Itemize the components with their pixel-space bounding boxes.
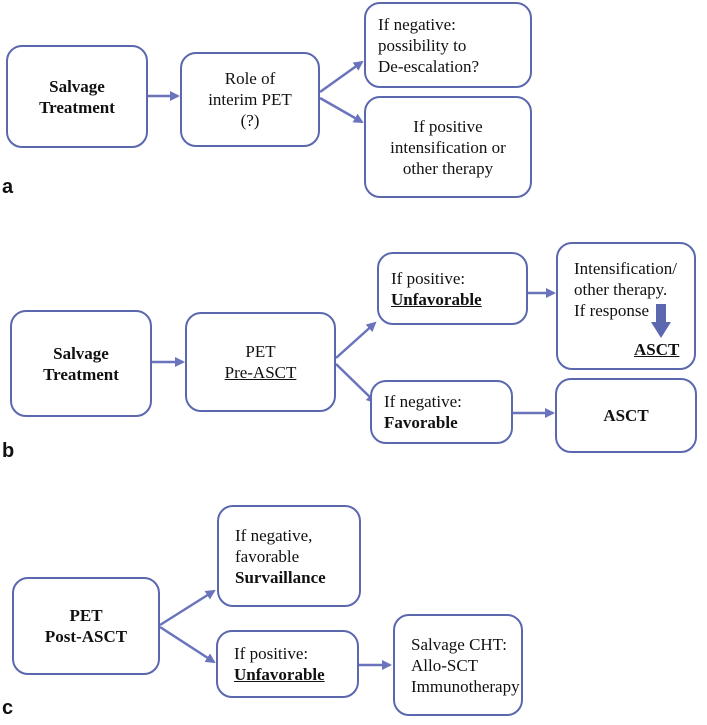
a-salvage-line-1: Salvage (49, 76, 105, 96)
b-intens-line-2: other therapy. (574, 280, 668, 299)
b-intensification-box: Intensification/ other therapy. If respo… (556, 242, 696, 370)
c-salvage-line-1: Salvage CHT: (411, 634, 507, 654)
b-positive-line-2: Unfavorable (391, 289, 482, 309)
b-positive-box: If positive: Unfavorable (377, 252, 528, 325)
c-negative-line-3: Survaillance (235, 567, 326, 587)
b-positive-line-1: If positive: (391, 268, 466, 288)
c-negative-line-1: If negative, (235, 525, 313, 545)
b-salvage-treatment-box: Salvage Treatment (10, 310, 152, 417)
a-interim-line-3: (?) (240, 111, 260, 130)
a-negative-line-2: possibility to (378, 35, 467, 55)
arrow-b-pet-to-positive (335, 321, 377, 359)
a-interim-line-2: interim PET (208, 90, 292, 109)
panel-label-b: b (2, 440, 15, 462)
b-salvage-line-1: Salvage (53, 343, 109, 363)
arrow-a-pet-to-negative (319, 60, 364, 94)
b-negative-line-1: If negative: (384, 392, 462, 411)
b-asct-box: ASCT (555, 378, 697, 453)
c-positive-line-2: Unfavorable (234, 665, 325, 684)
c-pet-line-1: PET (69, 606, 103, 625)
b-negative-box: If negative: Favorable (370, 380, 513, 444)
b-pet-title: PET (245, 342, 276, 361)
c-pet-line-2: Post-ASCT (44, 627, 128, 646)
b-salvage-line-2: Treatment (43, 364, 119, 384)
c-positive-line-1: If positive: (234, 644, 309, 663)
a-negative-line-3: De-escalation? (378, 56, 479, 76)
c-negative-line-2: favorable (235, 546, 300, 566)
b-negative-line-2: Favorable (384, 413, 458, 432)
c-salvage-line-2: Allo-SCT (411, 655, 479, 675)
arrow-a-pet-to-positive (319, 96, 364, 124)
a-negative-box: If negative: possibility to De-escalatio… (364, 2, 532, 88)
a-interim-pet-box: Role of interim PET (?) (180, 52, 320, 147)
arrow-c-pet-to-negative (159, 589, 216, 627)
a-salvage-line-2: Treatment (39, 97, 115, 117)
b-asct-label: ASCT (603, 406, 649, 425)
a-salvage-treatment-box: Salvage Treatment (6, 45, 148, 148)
panel-label-c: c (2, 697, 14, 719)
arrow-b-pet-to-negative (335, 363, 377, 404)
a-positive-box: If positive intensification or other the… (364, 96, 532, 198)
b-intens-line-3: If response (574, 301, 650, 320)
c-salvage-line-3: Immunotherapy (411, 676, 520, 696)
b-intens-asct: ASCT (634, 340, 680, 359)
panel-label-a: a (2, 176, 14, 198)
down-arrow-icon (651, 304, 671, 338)
a-positive-line-2: intensification or (390, 137, 506, 157)
a-positive-line-1: If positive (413, 116, 483, 136)
c-negative-box: If negative, favorable Survaillance (217, 505, 361, 607)
arrow-c-pet-to-positive (159, 625, 216, 664)
c-pet-post-asct-box: PET Post-ASCT (12, 577, 160, 675)
a-interim-line-1: Role of (224, 69, 276, 88)
c-positive-box: If positive: Unfavorable (216, 630, 359, 698)
b-intens-line-1: Intensification/ (574, 259, 677, 278)
a-positive-line-3: other therapy (402, 158, 494, 178)
c-salvage-cht-box: Salvage CHT: Allo-SCT Immunotherapy (393, 614, 523, 716)
b-pet-subtitle: Pre-ASCT (224, 363, 297, 382)
b-pet-pre-asct-box: PET Pre-ASCT (185, 312, 336, 412)
a-negative-line-1: If negative: (378, 14, 456, 34)
